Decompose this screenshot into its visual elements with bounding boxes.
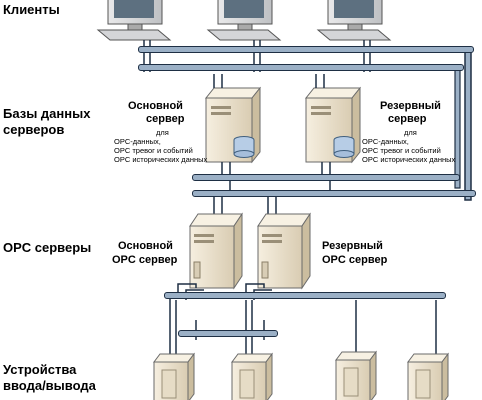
db-primary-item3: OPC исторических данных xyxy=(114,155,208,164)
tier-label-io-line1: Устройства xyxy=(3,362,77,377)
client-pc-icon xyxy=(316,0,392,41)
tier-label-db-servers-line2: серверов xyxy=(3,122,65,137)
db-bus-1 xyxy=(192,174,460,181)
client-pc-icon xyxy=(96,0,172,41)
opc-server-backup-icon xyxy=(257,212,311,290)
opc-backup-title-line2: OPC сервер xyxy=(322,254,388,266)
db-server-primary-icon xyxy=(204,86,262,164)
riser-bus xyxy=(454,65,461,189)
riser-bus xyxy=(464,51,472,201)
db-backup-title-line2: сервер xyxy=(388,113,427,125)
client-bus-1 xyxy=(138,46,474,53)
db-primary-item1: OPC-данных, xyxy=(114,137,161,146)
client-pc-icon xyxy=(206,0,282,41)
io-device-icon xyxy=(153,352,195,400)
io-device-icon xyxy=(231,352,273,400)
tier-label-db-servers-line1: Базы данных xyxy=(3,106,91,121)
opc-bus-2 xyxy=(178,330,278,337)
tier-label-clients: Клиенты xyxy=(3,2,60,17)
db-bus-2 xyxy=(192,190,476,197)
opc-backup-title-line1: Резервный xyxy=(322,240,383,252)
db-backup-item1: OPC-данных, xyxy=(362,137,409,146)
db-primary-title-line2: сервер xyxy=(146,113,185,125)
tier-label-io-line2: ввода/вывода xyxy=(3,378,96,393)
db-backup-item3: OPC исторических данных xyxy=(362,155,456,164)
opc-primary-title-line2: OPC сервер xyxy=(112,254,178,266)
opc-primary-title-line1: Основной xyxy=(118,240,173,252)
tier-label-opc-servers: OPC серверы xyxy=(3,240,92,255)
client-bus-2 xyxy=(138,64,464,71)
db-backup-item2: OPC тревог и событий xyxy=(362,146,441,155)
opc-bus-1 xyxy=(164,292,446,299)
db-primary-title-line1: Основной xyxy=(128,100,183,112)
db-server-backup-icon xyxy=(304,86,362,164)
db-backup-for: для xyxy=(404,128,417,137)
io-device-icon xyxy=(407,352,449,400)
db-backup-title-line1: Резервный xyxy=(380,100,441,112)
opc-server-primary-icon xyxy=(189,212,243,290)
db-primary-item2: OPC тревог и событий xyxy=(114,146,193,155)
io-device-icon xyxy=(335,350,377,400)
db-primary-for: для xyxy=(156,128,169,137)
